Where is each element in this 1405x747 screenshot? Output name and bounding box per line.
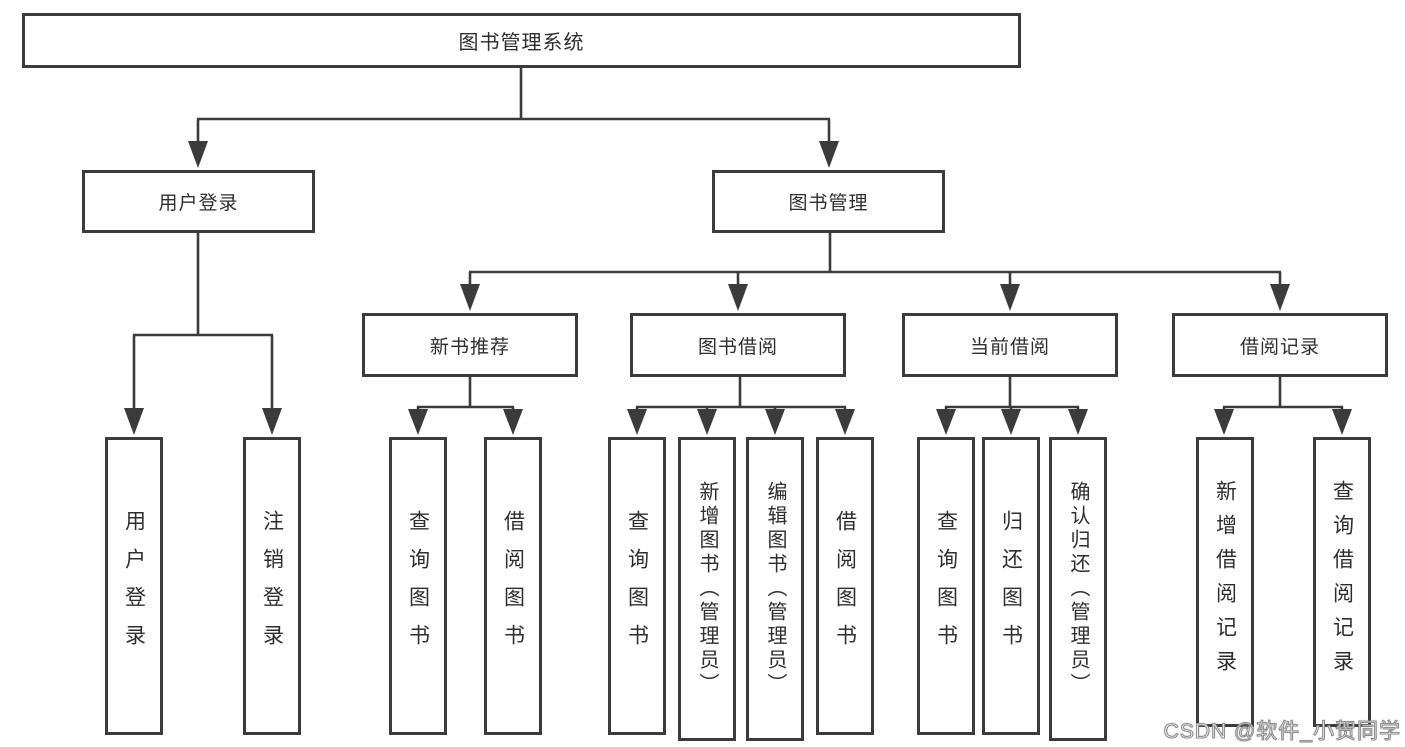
leaf-box-return-books: 归还图书 bbox=[982, 437, 1040, 735]
csdn-watermark: CSDN @软件_小贺同学 bbox=[1163, 719, 1401, 743]
leaf-box-borrow-query-books: 查询图书 bbox=[608, 437, 666, 735]
module-box-new-book-recommend: 新书推荐 bbox=[362, 313, 578, 377]
leaf-box-borrow-books: 借阅图书 bbox=[816, 437, 874, 735]
leaf-box-current-query-books: 查询图书 bbox=[917, 437, 975, 735]
root-label: 图书管理系统 bbox=[458, 32, 585, 54]
leaf-label-edit-book-admin: 编辑图书（管理员） bbox=[764, 481, 786, 697]
leaf-box-add-book-admin: 新增图书（管理员） bbox=[678, 437, 736, 741]
leaf-label-query-borrow-record: 查询借阅记录 bbox=[1330, 480, 1354, 684]
leaf-box-confirm-return-admin: 确认归还（管理员） bbox=[1049, 437, 1107, 741]
module-box-book-borrow: 图书借阅 bbox=[630, 313, 846, 377]
module-box-borrow-record: 借阅记录 bbox=[1172, 313, 1388, 377]
module-label-current-borrow: 当前借阅 bbox=[969, 336, 1050, 358]
leaf-label-recommend-query-books: 查询图书 bbox=[406, 510, 430, 662]
leaf-box-query-borrow-record: 查询借阅记录 bbox=[1313, 437, 1371, 727]
branch-label-user-login: 用户登录 bbox=[158, 193, 239, 214]
branch-box-user-login: 用户登录 bbox=[82, 170, 315, 233]
leaf-box-recommend-query-books: 查询图书 bbox=[389, 437, 447, 735]
leaf-box-edit-book-admin: 编辑图书（管理员） bbox=[746, 437, 804, 741]
leaf-label-confirm-return-admin: 确认归还（管理员） bbox=[1067, 481, 1089, 697]
module-box-current-borrow: 当前借阅 bbox=[902, 313, 1118, 377]
module-label-borrow-record: 借阅记录 bbox=[1239, 336, 1320, 358]
leaf-box-add-borrow-record: 新增借阅记录 bbox=[1196, 437, 1254, 727]
leaf-label-recommend-borrow-books: 借阅图书 bbox=[501, 510, 525, 662]
leaf-label-logout: 注销登录 bbox=[260, 510, 284, 662]
leaf-label-add-book-admin: 新增图书（管理员） bbox=[696, 481, 718, 697]
leaf-label-borrow-query-books: 查询图书 bbox=[625, 510, 649, 662]
module-label-book-borrow: 图书借阅 bbox=[697, 336, 778, 358]
leaf-box-logout: 注销登录 bbox=[243, 437, 301, 735]
branch-label-book-management: 图书管理 bbox=[788, 193, 869, 214]
leaf-label-return-books: 归还图书 bbox=[999, 510, 1023, 662]
leaf-label-current-query-books: 查询图书 bbox=[934, 510, 958, 662]
branch-box-book-management: 图书管理 bbox=[712, 170, 945, 233]
leaf-box-recommend-borrow-books: 借阅图书 bbox=[484, 437, 542, 735]
leaf-label-add-borrow-record: 新增借阅记录 bbox=[1213, 480, 1237, 684]
leaf-label-borrow-books: 借阅图书 bbox=[833, 510, 857, 662]
module-label-new-book-recommend: 新书推荐 bbox=[429, 336, 510, 358]
root-box-system: 图书管理系统 bbox=[22, 13, 1021, 68]
leaf-label-user-login: 用户登录 bbox=[122, 510, 146, 662]
leaf-box-user-login: 用户登录 bbox=[105, 437, 163, 735]
